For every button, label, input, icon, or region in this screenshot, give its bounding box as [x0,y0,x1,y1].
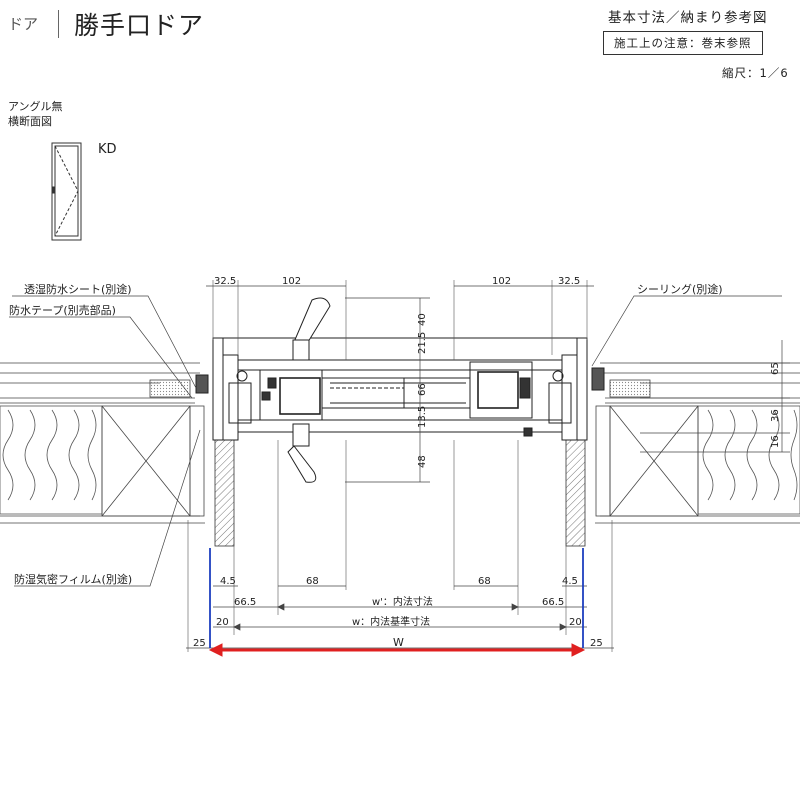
door-leaf-left [259,369,405,421]
dim-top-right-32-5: 32.5 [558,276,580,287]
wall-right [595,362,800,524]
dim-left-20: 20 [216,617,229,628]
dim-top-right-102: 102 [492,276,511,287]
insulation-right [697,405,800,515]
dim-v66: 66 [417,383,428,396]
stud-right [595,405,699,517]
page-subtitle: 基本寸法／納まり参考図 [608,10,768,26]
dim-v40: 40 [417,313,428,326]
door-elevation-icon [51,142,82,241]
extension-lines [187,280,613,652]
dim-top-left-102: 102 [282,276,301,287]
section-line1: アングル無 [8,100,63,113]
dim-left-68: 68 [306,576,319,587]
door-leaf-right [403,361,533,437]
callout-waterproof-tape: 防水テープ(別売部品) [9,304,116,317]
dim-left-25: 25 [193,638,206,649]
dim-v13-5: 13.5 [417,406,428,428]
door-handle [287,297,331,483]
door-code: KD [98,142,117,157]
construction-note-box: 施工上の注意：巻末参照 [603,31,763,55]
stud-left [101,405,205,517]
dim-right-4-5: 4.5 [562,576,578,587]
callout-leaders [9,295,782,587]
dim-v48: 48 [417,455,428,468]
dim-right-20: 20 [569,617,582,628]
callout-moisture-film: 防湿気密フィルム(別途) [14,573,133,586]
dim-w-prime: w'：内法寸法 [372,595,433,608]
scale-label: 縮尺：1／6 [722,66,789,80]
dim-v16: 16 [770,435,781,448]
casing-right [565,439,586,547]
dim-v21-5: 21.5 [417,332,428,354]
page-title: 勝手口ドア [74,11,205,40]
vertical-dimensions [345,297,790,483]
insulation-left [0,405,103,515]
dim-w-inner: w：内法基準寸法 [352,615,430,628]
callout-sealing: シーリング(別途) [637,283,723,296]
dim-right-25: 25 [590,638,603,649]
header-divider [58,10,59,38]
dim-right-66-5: 66.5 [542,597,564,608]
dim-right-68: 68 [478,576,491,587]
callout-moisture-sheet: 透湿防水シート(別途) [24,283,132,296]
dim-v36: 36 [770,409,781,422]
door-frame [195,337,605,441]
bottom-dimensions [186,585,614,649]
dim-left-66-5: 66.5 [234,597,256,608]
wall-left [0,362,205,524]
dim-W: W [393,636,404,649]
section-line2: 横断面図 [8,115,52,128]
dim-v65: 65 [770,362,781,375]
dim-top-left-32-5: 32.5 [214,276,236,287]
casing-left [214,439,235,547]
dim-left-4-5: 4.5 [220,576,236,587]
header-category: ドア [8,15,39,33]
width-arrow-W [208,643,586,657]
